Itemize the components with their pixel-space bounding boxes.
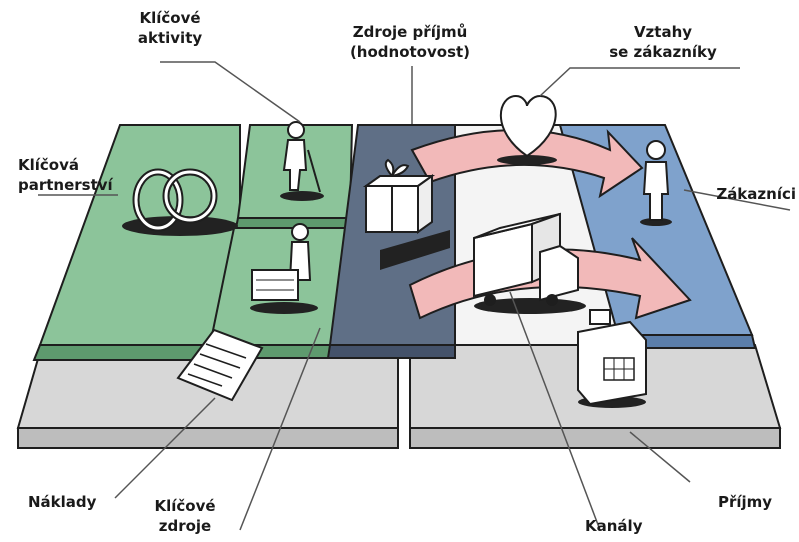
label-channels-text: Kanály	[585, 517, 643, 535]
label-key-activities-line2: aktivity	[137, 29, 203, 47]
gift-box-icon	[362, 158, 450, 270]
rings-icon	[122, 168, 238, 236]
leader-lines	[38, 61, 791, 531]
leader-costs	[114, 397, 216, 499]
leader-customers	[683, 189, 791, 211]
label-key-activities-line1: Klíčové	[139, 9, 201, 27]
label-cost-structure-text: Náklady	[28, 493, 97, 511]
label-key-activities: Klíčové aktivity	[125, 8, 215, 48]
leader-key-resources	[239, 327, 321, 531]
heart-icon	[497, 94, 557, 165]
label-revenue-streams-text: Příjmy	[718, 493, 773, 511]
leader-channels	[509, 291, 601, 531]
label-customer-relationships: Vztahy se zákazníky	[598, 22, 728, 62]
leader-key-activities	[160, 61, 301, 123]
leader-revenue	[629, 431, 691, 483]
person-icon	[640, 140, 672, 226]
label-key-partners-line2: partnerství	[18, 176, 113, 194]
label-key-resources: Klíčové zdroje	[140, 496, 230, 536]
label-key-partners: Klíčová partnerství	[18, 155, 128, 195]
worker-machine-icon	[250, 223, 318, 314]
label-key-partners-line1: Klíčová	[18, 156, 80, 174]
label-key-resources-line2: zdroje	[158, 517, 212, 535]
label-channels: Kanály	[585, 516, 655, 536]
label-value-propositions: Zdroje příjmů (hodnotovost)	[340, 22, 480, 62]
document-icon	[176, 328, 264, 402]
leader-customer-relationships	[539, 67, 740, 97]
label-revenue-streams: Příjmy	[718, 492, 788, 512]
label-key-resources-line1: Klíčové	[154, 497, 216, 515]
label-customer-segments: Zákazníci	[692, 184, 796, 204]
label-value-propositions-line1: Zdroje příjmů	[352, 23, 468, 41]
label-cost-structure: Náklady	[28, 492, 118, 512]
label-customer-segments-text: Zákazníci	[716, 185, 796, 203]
label-customer-relationships-line2: se zákazníky	[609, 43, 717, 61]
worker-digging-icon	[280, 121, 324, 201]
label-customer-relationships-line1: Vztahy	[633, 23, 693, 41]
cash-register-icon	[577, 309, 647, 408]
truck-icon	[473, 212, 586, 314]
label-value-propositions-line2: (hodnotovost)	[349, 43, 471, 61]
